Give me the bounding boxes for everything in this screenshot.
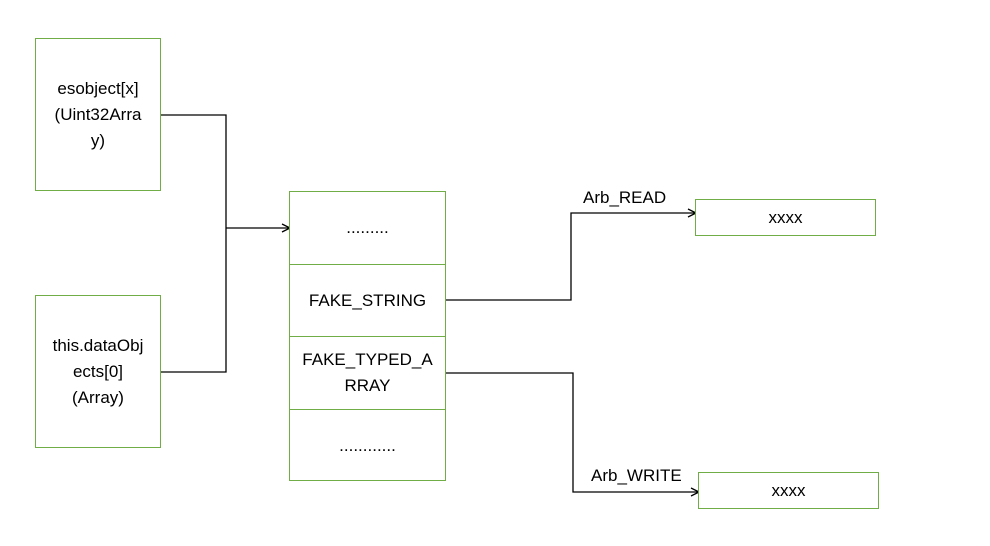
dataobjects-label: this.dataObj ects[0] (Array)	[52, 335, 144, 407]
dataobjects-node: this.dataObj ects[0] (Array)	[35, 295, 161, 448]
connector-esobject	[161, 114, 227, 228]
memory-stack: ......... FAKE_STRING FAKE_TYPED_A RRAY …	[289, 191, 446, 481]
edge-label-write: Arb_WRITE	[591, 466, 682, 485]
arrow-write	[445, 372, 699, 492]
esobject-label: esobject[x] (Uint32Arra y)	[54, 78, 142, 150]
write-target-node: xxxx	[698, 472, 879, 509]
read-target-label: xxxx	[768, 207, 803, 227]
write-target-label: xxxx	[771, 480, 806, 500]
memory-cell-padding-top-label: .........	[346, 218, 389, 237]
read-target-node: xxxx	[695, 199, 876, 236]
memory-cell-fake-typed-array-label: FAKE_TYPED_A RRAY	[302, 350, 433, 395]
memory-cell-padding-top: .........	[290, 192, 445, 264]
memory-cell-fake-string: FAKE_STRING	[290, 264, 445, 336]
memory-cell-fake-typed-array: FAKE_TYPED_A RRAY	[290, 336, 445, 409]
esobject-node: esobject[x] (Uint32Arra y)	[35, 38, 161, 191]
arrow-read	[445, 213, 696, 301]
memory-cell-fake-string-label: FAKE_STRING	[308, 290, 427, 310]
memory-cell-padding-bottom: ............	[290, 409, 445, 481]
connector-dataobjects	[161, 228, 227, 373]
edge-label-read: Arb_READ	[583, 188, 667, 207]
memory-cell-padding-bottom-label: ............	[339, 435, 396, 455]
